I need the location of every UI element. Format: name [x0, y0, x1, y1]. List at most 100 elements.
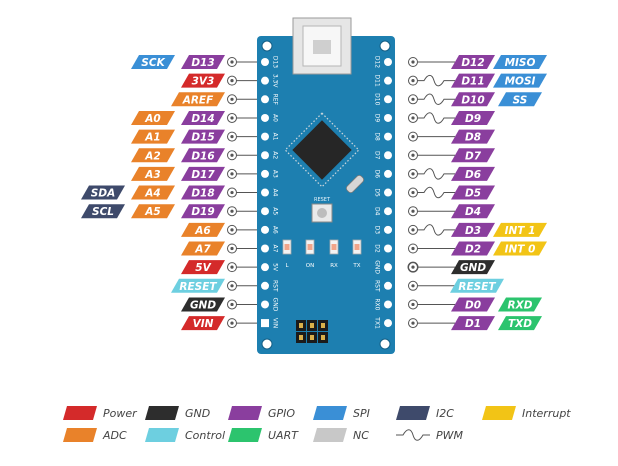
legend-spi-swatch — [313, 406, 347, 420]
right-pin-tx1-14-pad — [384, 319, 392, 328]
left-pin-a3-6-board-label: A3 — [272, 170, 279, 178]
left-pin-a2-5-label-d16-text: D16 — [191, 150, 214, 162]
right-pin-rx0-13-label-d0-text: D0 — [465, 299, 481, 311]
right-pin-tx1-14-dot-center — [411, 321, 415, 325]
right-pin-d6-6-label-d6-text: D6 — [465, 169, 481, 181]
led-l-light — [284, 244, 290, 250]
right-pin-d4-8-board-label: D4 — [374, 207, 381, 216]
icsp-pin — [321, 335, 325, 340]
legend-power-label: Power — [103, 407, 138, 420]
icsp-pin — [321, 323, 325, 328]
icsp-pin — [310, 335, 314, 340]
left-pin-a7-10-dot-center — [230, 246, 234, 251]
legend-interrupt-label: Interrupt — [522, 407, 571, 420]
usb-port — [313, 40, 331, 54]
left-pin-a3-6-label-a3: A3 — [131, 166, 175, 181]
right-pin-d8-4-pad — [384, 132, 392, 141]
right-pin-rst-12-label-reset-text: RESET — [458, 281, 496, 293]
right-pin-d12-0-dot-center — [411, 60, 415, 64]
left-pin-a3-6-label-d17-bg — [181, 166, 225, 181]
right-pin-d10-2-label-ss-bg — [498, 92, 542, 107]
left-pin-a4-7-label-a4-text: A4 — [144, 188, 160, 200]
right-pin-d12-0-pad — [384, 58, 392, 66]
right-pin-d11-1-label-d11-bg — [451, 73, 495, 88]
right-pin-d4-8-label-d4: D4 — [451, 204, 495, 219]
left-pin-a2-5-pad — [261, 151, 269, 160]
left-pin-a4-7-label-a4-bg — [131, 185, 175, 200]
left-pin-a6-9-label-a6-bg — [181, 222, 225, 237]
right-pin-tx1-14-label-d1-text: D1 — [465, 318, 481, 330]
legend-nc-label: NC — [353, 429, 369, 442]
left-pin-a2-5-label-d16-bg — [181, 148, 225, 163]
right-pin-d9-3-label-d9: D9 — [451, 110, 495, 125]
mounting-hole-1 — [379, 40, 391, 52]
left-pin-rst-12-label-reset: RESET — [171, 278, 225, 293]
left-pin-a3-6-pad — [261, 169, 269, 178]
left-pin-rst-12-board-label: RST — [272, 280, 279, 292]
left-pin-a4-7-board-label: A4 — [272, 189, 279, 197]
right-pin-d10-2-label-d10: D10 — [451, 92, 495, 107]
right-pin-d11-1-board-label: D11 — [374, 75, 381, 87]
mounting-hole-0 — [261, 40, 273, 52]
right-pin-d7-5-label-d7-bg — [451, 148, 495, 163]
right-pin-d2-10-label-d2: D2 — [451, 241, 495, 256]
left-pin-ref-2-pad — [261, 95, 269, 104]
right-pin-d11-1-label-mosi-text: MOSI — [505, 76, 536, 88]
right-pin-d8-4-label-d8: D8 — [451, 129, 495, 144]
left-pin-a0-3-pad — [261, 113, 269, 122]
right-pin-d10-2-label-ss: SS — [498, 92, 542, 107]
right-pin-d12-0-label-d12: D12 — [451, 55, 495, 69]
right-pin-d2-10-label-d2-text: D2 — [465, 244, 481, 256]
right-pin-d9-3-dot-center — [411, 116, 415, 120]
left-pin-a7-10-label-a7: A7 — [181, 241, 225, 256]
left-pin-5v-11-label-5v-text: 5V — [195, 262, 211, 274]
right-pin-d12-0-board-label: D12 — [374, 56, 381, 68]
left-pin-rst-12-dot-center — [230, 284, 234, 288]
left-pin-d13-0-board-label: D13 — [272, 56, 279, 68]
left-pin-ref-2-board-label: REF — [272, 94, 279, 106]
right-pin-d11-1-dot-center — [411, 79, 415, 83]
left-pin-d13-0-label-sck: SCK — [131, 55, 175, 69]
right-pin-d12-0-label-d12-bg — [451, 55, 495, 69]
legend-gpio-swatch — [228, 406, 262, 420]
right-pin-rst-12-pad — [384, 281, 392, 290]
left-pin-vin-14-dot-center — [230, 321, 234, 325]
left-pin-a3-6-label-d17-text: D17 — [191, 169, 215, 181]
left-pin-a1-4-board-label: A1 — [272, 133, 279, 141]
left-pin-3-3v-1-pad — [261, 76, 269, 85]
left-pin-gnd-13-label-gnd-bg — [181, 297, 225, 312]
right-pin-d9-3-label-d9-bg — [451, 110, 495, 125]
right-pin-d8-4-label-d8-text: D8 — [465, 132, 481, 144]
led-label-rx: RX — [330, 263, 338, 269]
right-pin-gnd-11-label-gnd: GND — [451, 260, 495, 275]
left-pin-5v-11-board-label: 5V — [272, 263, 279, 272]
legend-i2c: I2C — [396, 406, 454, 420]
legend-uart-label: UART — [268, 429, 299, 442]
left-pin-d13-0-label-sck-bg — [131, 55, 175, 69]
right-pin-rx0-13-label-rxd-bg — [498, 297, 542, 312]
left-pin-a3-6-label-d17: D17 — [181, 166, 225, 181]
left-pin-a2-5-label-d16: D16 — [181, 148, 225, 163]
left-pin-a5-8-label-d19: D19 — [181, 204, 225, 219]
right-pin-d3-9-pwm-wave — [413, 224, 455, 236]
left-pin-d13-0-label-d13-text: D13 — [191, 57, 214, 69]
led-rx-light — [331, 244, 337, 250]
right-pin-d10-2-dot-center — [411, 97, 415, 101]
right-pin-d7-5-label-d7: D7 — [451, 148, 495, 163]
left-pin-a4-7-label-sda-text: SDA — [91, 188, 115, 200]
right-pin-d11-1-label-d11: D11 — [451, 73, 495, 88]
right-pin-d9-3-label-d9-text: D9 — [465, 113, 481, 125]
legend-gnd-swatch — [145, 406, 179, 420]
left-pin-a7-10-pad — [261, 244, 269, 253]
left-pin-a6-9-pad — [261, 225, 269, 234]
left-pin-a6-9-label-a6-text: A6 — [194, 225, 210, 237]
right-pin-d12-0-label-miso-text: MISO — [505, 57, 536, 69]
left-pin-d13-0-label-d13-bg — [181, 55, 225, 69]
left-pin-a0-3-label-d14-text: D14 — [191, 113, 214, 125]
right-pin-d3-9-label-d3: D3 — [451, 222, 495, 237]
left-pin-a0-3-label-d14: D14 — [181, 110, 225, 125]
right-pin-d5-7-label-d5-text: D5 — [465, 188, 481, 200]
right-pin-rst-12-board-label: RST — [374, 280, 381, 292]
right-pin-d3-9-label-d3-text: D3 — [465, 225, 481, 237]
